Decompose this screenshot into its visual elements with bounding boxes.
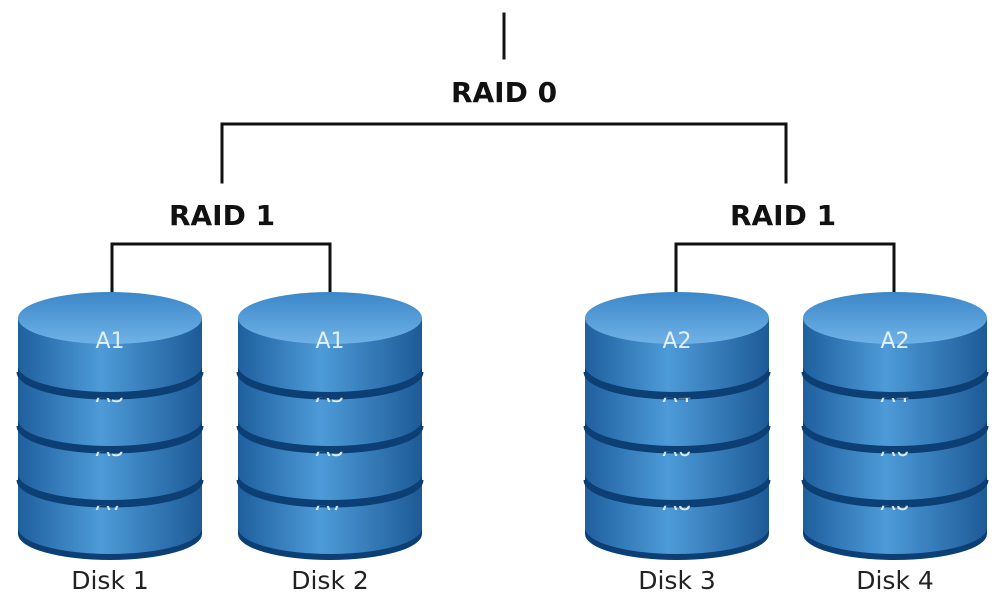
- disk-3-label: Disk 3: [638, 566, 716, 595]
- disk-top: [585, 292, 769, 344]
- disk-top: [803, 292, 987, 344]
- disk-1: A7A5A3A1: [16, 292, 204, 560]
- block-label: A2: [662, 329, 691, 354]
- block-label: A1: [95, 329, 124, 354]
- disk-4: A8A6A4A2: [801, 292, 989, 560]
- raid0-label: RAID 0: [451, 76, 557, 109]
- raid1-bracket-left: [110, 242, 332, 315]
- disk-group: A7A5A3A1A7A5A3A1 A8A6A4A2A8A6A4A2: [16, 292, 989, 560]
- disk-top: [238, 292, 422, 344]
- disk-1-label: Disk 1: [71, 566, 149, 595]
- disk-2: A7A5A3A1: [236, 292, 424, 560]
- raid1-bracket-right: [674, 242, 896, 315]
- raid1-label-right: RAID 1: [730, 199, 836, 232]
- disk-4-label: Disk 4: [856, 566, 934, 595]
- raid0-bracket: [220, 122, 788, 184]
- disk-top: [18, 292, 202, 344]
- disk-3: A8A6A4A2: [583, 292, 771, 560]
- block-label: A2: [880, 329, 909, 354]
- block-label: A1: [315, 329, 344, 354]
- disk-2-label: Disk 2: [291, 566, 369, 595]
- raid1-label-left: RAID 1: [169, 199, 275, 232]
